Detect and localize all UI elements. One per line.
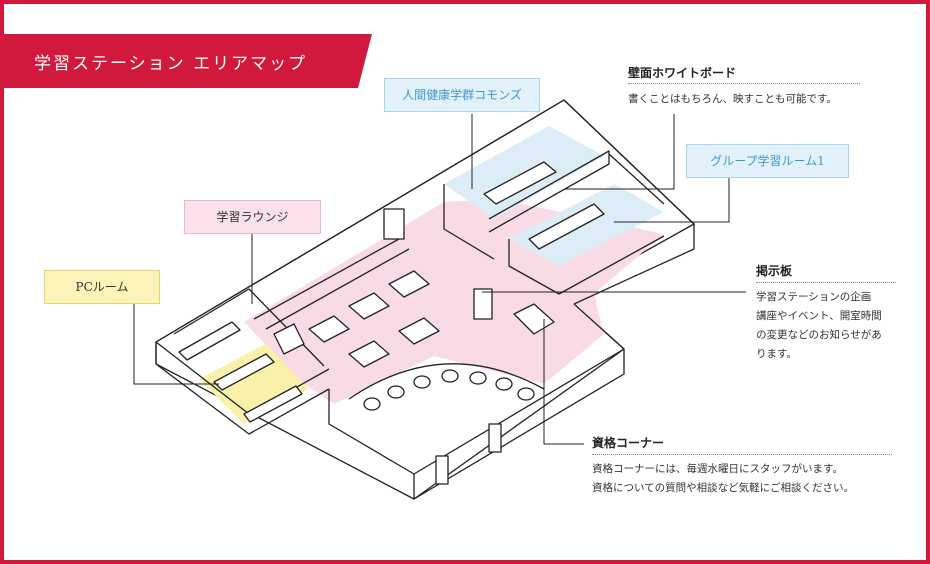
sofa-arc bbox=[348, 363, 545, 400]
outer-wall-east bbox=[573, 224, 695, 305]
label-commons: 人間健康学群コモンズ bbox=[384, 78, 540, 112]
leader-qualification bbox=[543, 319, 584, 445]
leader-pc bbox=[133, 304, 219, 385]
callout-board-line: 学習ステーションの企画 bbox=[756, 291, 872, 303]
callout-qualification-rule bbox=[592, 454, 892, 455]
callout-board-line: 講座やイベント、開室時間 bbox=[756, 310, 882, 322]
page-title: 学習ステーション エリアマップ bbox=[34, 54, 308, 74]
label-lounge: 学習ラウンジ bbox=[184, 200, 321, 234]
outer-wall-north bbox=[155, 99, 695, 343]
title-ribbon: 学習ステーション エリアマップ bbox=[4, 34, 372, 88]
callout-whiteboard-rule bbox=[628, 83, 860, 84]
callout-board-line: の変更などのお知らせがあ bbox=[756, 329, 882, 341]
callout-qualification-body: 資格コーナーには、毎週水曜日にスタッフがいます。 資格についての質問や相談など気… bbox=[592, 460, 922, 498]
callout-board-title: 掲示板 bbox=[756, 264, 793, 278]
floor-plan bbox=[133, 99, 746, 500]
callout-board-line: ります。 bbox=[756, 348, 797, 360]
callout-qualification-title: 資格コーナー bbox=[592, 436, 665, 450]
zone-group-room bbox=[509, 184, 664, 266]
label-group-room: グループ学習ルーム1 bbox=[686, 144, 849, 178]
callout-qualification-line: 資格コーナーには、毎週水曜日にスタッフがいます。 bbox=[592, 463, 843, 475]
callout-whiteboard-title: 壁面ホワイトボード bbox=[628, 66, 737, 80]
callout-board-rule bbox=[756, 282, 896, 283]
label-pc-room: PCルーム bbox=[44, 270, 160, 304]
outer-wall-west bbox=[155, 342, 330, 435]
callout-whiteboard-body: 書くことはもちろん、映すことも可能です。 bbox=[628, 93, 837, 105]
zone-pc-room bbox=[199, 344, 309, 424]
leader-group-room bbox=[614, 174, 730, 223]
callout-board-body: 学習ステーションの企画 講座やイベント、開室時間 の変更などのお知らせがあ りま… bbox=[756, 288, 926, 364]
callout-qualification-line: 資格についての質問や相談など気軽にご相談ください。 bbox=[592, 482, 854, 494]
leader-whiteboard bbox=[564, 114, 675, 190]
